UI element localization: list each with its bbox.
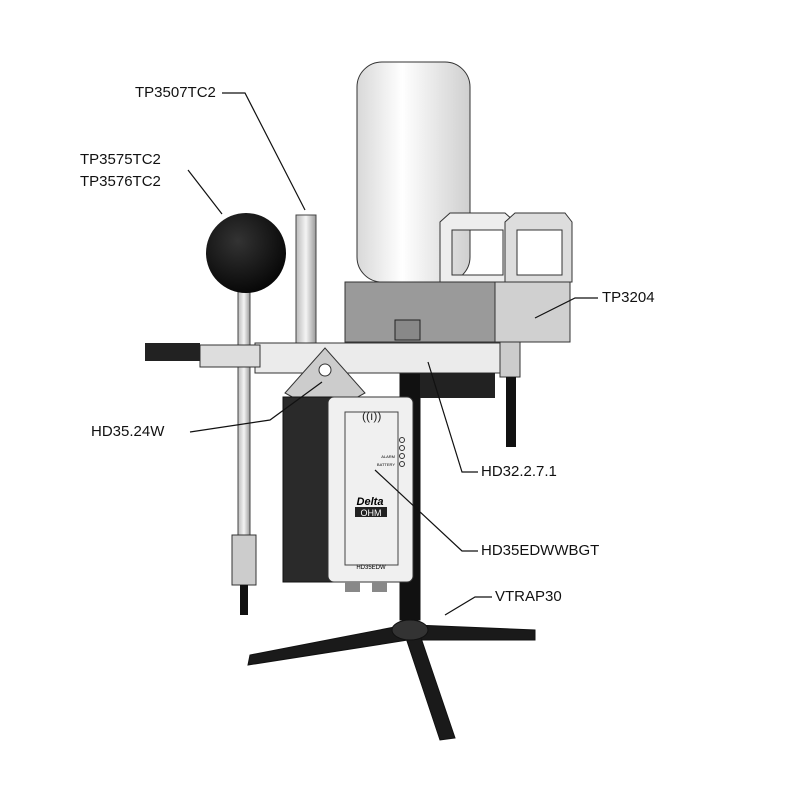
data-logger: ((ı)) ALARM BATTERY Delta OHM HD35EDW bbox=[282, 396, 414, 592]
tp3204-box bbox=[344, 212, 573, 447]
battery-led-label: BATTERY bbox=[377, 462, 395, 467]
label-tp3204: TP3204 bbox=[602, 289, 655, 306]
logo-ohm: OHM bbox=[361, 508, 382, 518]
alarm-led-label: ALARM bbox=[381, 454, 395, 459]
label-tp3575tc2: TP3575TC2 bbox=[80, 151, 161, 168]
label-hd3524w: HD35.24W bbox=[91, 423, 165, 440]
logo-delta: Delta bbox=[357, 496, 384, 508]
leader-lines bbox=[187, 92, 598, 616]
label-hd35edwwbgt: HD35EDWWBGT bbox=[481, 542, 600, 559]
label-hd32271: HD32.2.7.1 bbox=[481, 463, 557, 480]
label-vtrap30: VTRAP30 bbox=[495, 588, 562, 605]
globe-thermometer bbox=[206, 213, 286, 615]
rain-shield bbox=[356, 61, 471, 283]
label-tp3576tc2: TP3576TC2 bbox=[80, 173, 161, 190]
humidity-probe bbox=[295, 214, 317, 346]
label-tp3507tc2: TP3507TC2 bbox=[135, 84, 216, 101]
model-label: HD35EDW bbox=[356, 565, 386, 571]
svg-text:((ı)): ((ı)) bbox=[362, 409, 381, 423]
